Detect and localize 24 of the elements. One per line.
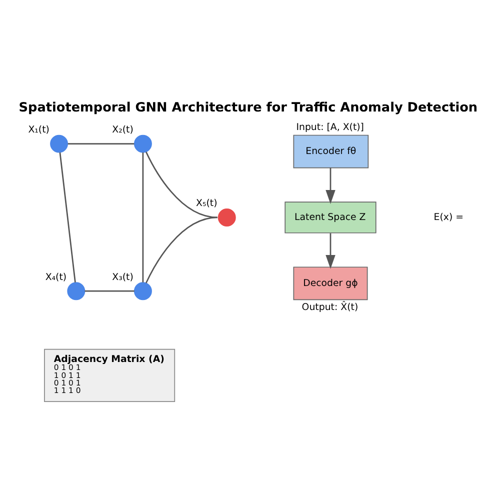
node-label: X₃(t) <box>112 272 134 283</box>
node-label: X₁(t) <box>28 124 50 136</box>
arrow <box>326 233 336 269</box>
connector <box>142 152 144 282</box>
node-label: X₂(t) <box>112 124 134 136</box>
node-circle <box>218 208 236 226</box>
node-label: X₅(t) <box>196 198 218 210</box>
connector <box>145 152 218 218</box>
connector <box>59 152 76 282</box>
node-circle <box>50 134 68 153</box>
node-label: Output: X̂(t) <box>302 302 358 313</box>
diagram-title: Spatiotemporal GNN Architecture for Traffic Anomaly Detection <box>18 100 478 116</box>
arrow <box>326 168 336 204</box>
node-circle <box>134 134 152 153</box>
node-circle <box>67 282 86 300</box>
node-box: Adjacency Matrix (A) 0 1 0 1 1 0 1 1 0 1 0 1 1 1 1 0 <box>44 348 176 402</box>
node-box: Latent Space Z <box>284 202 376 234</box>
node-circle <box>134 282 152 300</box>
connector <box>84 290 134 292</box>
node-label: Input: [A, X(t)] <box>296 122 364 133</box>
label: E(x) = <box>434 212 464 223</box>
connector <box>145 216 218 284</box>
connector <box>68 143 134 144</box>
node-label: X₄(t) <box>45 272 67 283</box>
